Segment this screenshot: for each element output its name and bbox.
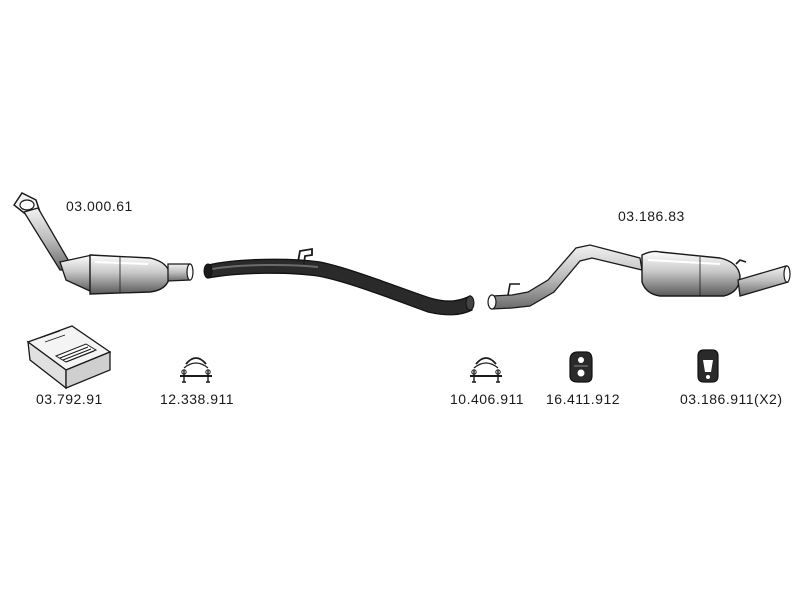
rubber-mount-part-number: 16.411.912	[546, 391, 621, 407]
rubber-hanger-part-number: 03.186.911(X2)	[680, 391, 783, 407]
clamp-a-part-number: 12.338.911	[160, 391, 235, 407]
clamp-a-part[interactable]	[180, 357, 212, 383]
clamp-b-part[interactable]	[470, 357, 502, 383]
rubber-hanger-part[interactable]	[697, 349, 719, 383]
mounting-kit-part-number: 03.792.91	[36, 391, 103, 407]
catalytic-converter-part-number: 03.000.61	[66, 198, 133, 214]
middle-pipe-part[interactable]	[203, 247, 475, 316]
rear-silencer-part-number: 03.186.83	[618, 208, 685, 224]
rubber-mount-part[interactable]	[569, 351, 593, 383]
rear-silencer-part[interactable]	[487, 244, 791, 310]
clamp-b-part-number: 10.406.911	[450, 391, 525, 407]
mounting-kit-part[interactable]	[26, 325, 112, 390]
catalytic-converter-part[interactable]	[12, 192, 194, 295]
